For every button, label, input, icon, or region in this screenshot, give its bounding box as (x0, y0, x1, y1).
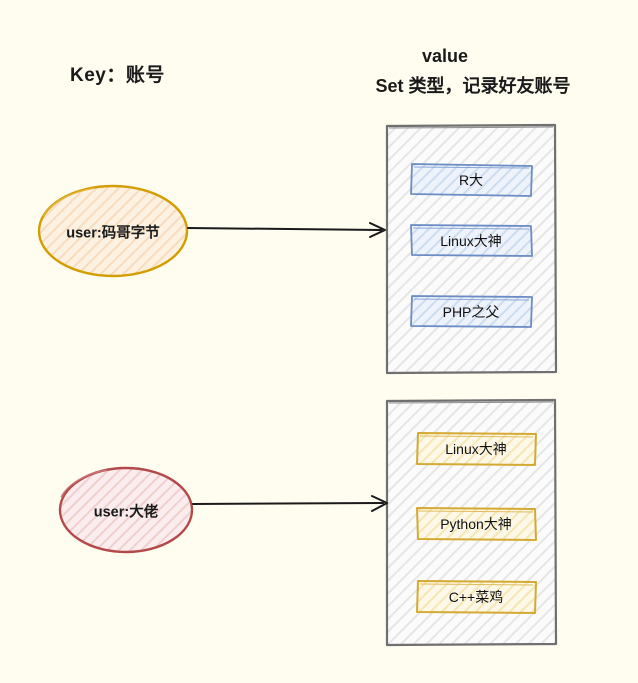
key-ellipse (37, 184, 189, 278)
set-item-label: PHP之父 (442, 304, 500, 320)
set-item-box (410, 224, 533, 257)
set-item (410, 295, 533, 328)
set-item-box (410, 295, 533, 328)
set-item-label: Linux大神 (445, 441, 507, 457)
key-label-coder-bytes: user:码哥字节 (66, 225, 160, 242)
sketch-stroke (388, 126, 554, 129)
set-item-label: Linux大神 (440, 233, 502, 249)
sketch-stroke (418, 510, 534, 513)
value-set-dalao (385, 398, 558, 647)
set-item (410, 163, 533, 197)
sketch-stroke (412, 227, 530, 230)
sketch-stroke (388, 401, 554, 404)
value-header-subtitle: Set 类型，记录好友账号 (375, 76, 571, 96)
sketch-stroke (419, 435, 534, 438)
arrow-shaft (192, 502, 384, 505)
key-label-dalao: user:大佬 (93, 504, 159, 521)
set-item-label: Python大神 (440, 516, 512, 532)
sketch-stroke (60, 469, 108, 498)
sketch-stroke (419, 583, 534, 586)
value-header-title: value (421, 46, 469, 66)
set-item-box (416, 580, 537, 614)
set-item (410, 224, 533, 257)
set-item-box (416, 432, 537, 466)
value-set-coder-bytes (385, 123, 558, 375)
arrow-shaft (187, 227, 382, 231)
set-item (416, 507, 537, 541)
arrow-dalao-to-set (192, 495, 388, 512)
sketch-stroke (413, 166, 530, 169)
sketch-stroke (42, 187, 96, 217)
key-dalao (58, 466, 194, 554)
set-item-label: R大 (458, 172, 484, 188)
set-item-box (410, 163, 533, 197)
set-item (416, 580, 537, 614)
arrow-coder-bytes-to-set (187, 222, 386, 238)
arrow-head (371, 495, 388, 512)
key-coder-bytes (37, 184, 189, 278)
set-item-box (416, 507, 537, 541)
arrow-head (369, 222, 386, 238)
key-header-label: Key：账号 (70, 65, 165, 86)
key-ellipse (58, 466, 194, 554)
sketch-stroke (413, 298, 530, 301)
set-item-label: C++菜鸡 (448, 589, 504, 605)
set-item (416, 432, 537, 466)
